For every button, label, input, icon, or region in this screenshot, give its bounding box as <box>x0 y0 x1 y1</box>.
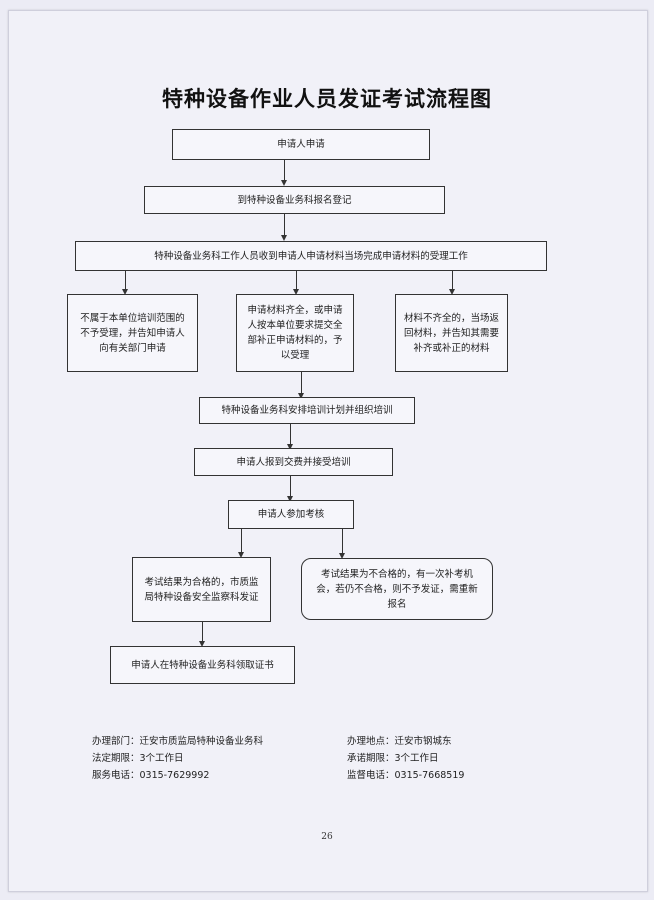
footer-legal-period: 法定期限：3个工作日 <box>92 753 184 764</box>
step-exam-text: 申请人参加考核 <box>257 509 325 520</box>
arrow-head <box>281 235 287 241</box>
footer-right: 办理地点：迁安市钢城东 承诺期限：3个工作日 监督电话：0315-7668519 <box>347 733 464 784</box>
step-collect-text: 申请人在特种设备业务科领取证书 <box>131 659 274 671</box>
connector <box>342 529 344 554</box>
connector <box>125 271 127 290</box>
connector <box>284 214 286 236</box>
arrow-head <box>293 289 299 295</box>
arrow-head <box>281 180 287 186</box>
arrow-head <box>287 444 293 450</box>
footer-location: 办理地点：迁安市钢城东 <box>347 736 452 747</box>
step-branch-reject: 不属于本单位培训范围的不予受理，并告知申请人向有关部门申请 <box>67 294 198 372</box>
arrow-head <box>238 552 244 558</box>
connector <box>296 271 298 290</box>
step-register: 到特种设备业务科报名登记 <box>144 186 445 214</box>
arrow-head <box>199 641 205 647</box>
step-report-pay-text: 申请人报到交费并接受培训 <box>236 456 351 468</box>
connector <box>301 372 303 394</box>
footer-dept: 办理部门：迁安市质监局特种设备业务科 <box>92 736 264 747</box>
step-apply-text: 申请人申请 <box>277 139 325 150</box>
arrow-head <box>449 289 455 295</box>
step-apply: 申请人申请 <box>172 129 430 160</box>
page-title: 特种设备作业人员发证考试流程图 <box>162 86 492 111</box>
step-fail-text: 考试结果为不合格的，有一次补考机会，若仍不合格，则不予发证，需重新报名 <box>316 568 478 610</box>
step-branch-incomplete: 材料不齐全的，当场返回材料，并告知其需要补齐或补正的材料 <box>395 294 508 372</box>
connector <box>452 271 454 290</box>
connector <box>241 529 243 553</box>
step-exam: 申请人参加考核 <box>228 500 354 529</box>
step-branch-reject-text: 不属于本单位培训范围的不予受理，并告知申请人向有关部门申请 <box>80 312 185 354</box>
step-branch-incomplete-text: 材料不齐全的，当场返回材料，并告知其需要补齐或补正的材料 <box>403 312 499 354</box>
step-fail: 考试结果为不合格的，有一次补考机会，若仍不合格，则不予发证，需重新报名 <box>301 558 493 620</box>
footer-service-phone: 服务电话：0315-7629992 <box>92 770 210 781</box>
step-branch-accept-text: 申请材料齐全，或申请人按本单位要求提交全部补正申请材料的，予以受理 <box>247 305 343 361</box>
step-report-pay: 申请人报到交费并接受培训 <box>194 448 393 476</box>
arrow-head <box>339 553 345 559</box>
step-register-text: 到特种设备业务科报名登记 <box>237 194 352 206</box>
step-pass-text: 考试结果为合格的，市质监局特种设备安全监察科发证 <box>144 576 259 603</box>
step-receive-text: 特种设备业务科工作人员收到申请人申请材料当场完成申请材料的受理工作 <box>154 250 468 262</box>
connector <box>202 622 204 642</box>
step-receive: 特种设备业务科工作人员收到申请人申请材料当场完成申请材料的受理工作 <box>75 241 547 271</box>
step-collect: 申请人在特种设备业务科领取证书 <box>110 646 295 684</box>
footer-left: 办理部门：迁安市质监局特种设备业务科 法定期限：3个工作日 服务电话：0315-… <box>92 733 263 784</box>
step-arrange-training-text: 特种设备业务科安排培训计划并组织培训 <box>221 405 393 416</box>
page-number: 26 <box>321 832 333 842</box>
footer-promised-period: 承诺期限：3个工作日 <box>347 753 439 764</box>
arrow-head <box>122 289 128 295</box>
step-branch-accept: 申请材料齐全，或申请人按本单位要求提交全部补正申请材料的，予以受理 <box>236 294 354 372</box>
step-arrange-training: 特种设备业务科安排培训计划并组织培训 <box>199 397 415 424</box>
connector <box>290 424 292 445</box>
connector <box>290 476 292 497</box>
step-pass: 考试结果为合格的，市质监局特种设备安全监察科发证 <box>132 557 271 622</box>
arrow-head <box>298 393 304 399</box>
connector <box>284 160 286 181</box>
arrow-head <box>287 496 293 502</box>
footer-supervision-phone: 监督电话：0315-7668519 <box>347 770 465 781</box>
